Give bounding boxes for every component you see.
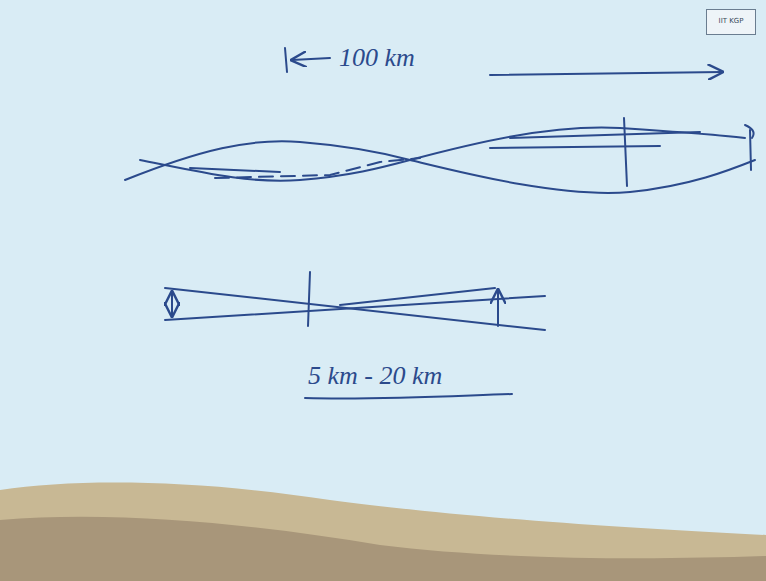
ray-line [165,296,545,320]
height-arrow [171,292,173,300]
underline [305,394,512,399]
vertical-line [624,118,627,186]
dashed-line [215,158,420,178]
horizontal-line [510,132,700,138]
dimension-label: 5 km - 20 km [305,362,445,391]
horizontal-line [190,168,280,172]
height-arrow [497,290,499,326]
dimension-label: 100 km [336,44,418,73]
horizontal-line [490,146,660,148]
dimension-arrow [292,58,330,60]
ray-line [165,288,545,330]
dimension-arrow [490,72,722,75]
wave-curve [140,127,745,180]
dimension-tick [285,48,287,72]
logo-text: IIT KGP [711,18,751,26]
vertical-line [750,130,751,170]
logo-box: IIT KGP [706,9,756,35]
end-mark [745,125,754,138]
foreground-cloth [0,517,766,581]
ray-line [340,288,495,305]
foreground-cloth [0,483,766,581]
wave-curve [125,141,755,193]
height-arrow [171,300,173,316]
vertical-line [308,272,310,326]
